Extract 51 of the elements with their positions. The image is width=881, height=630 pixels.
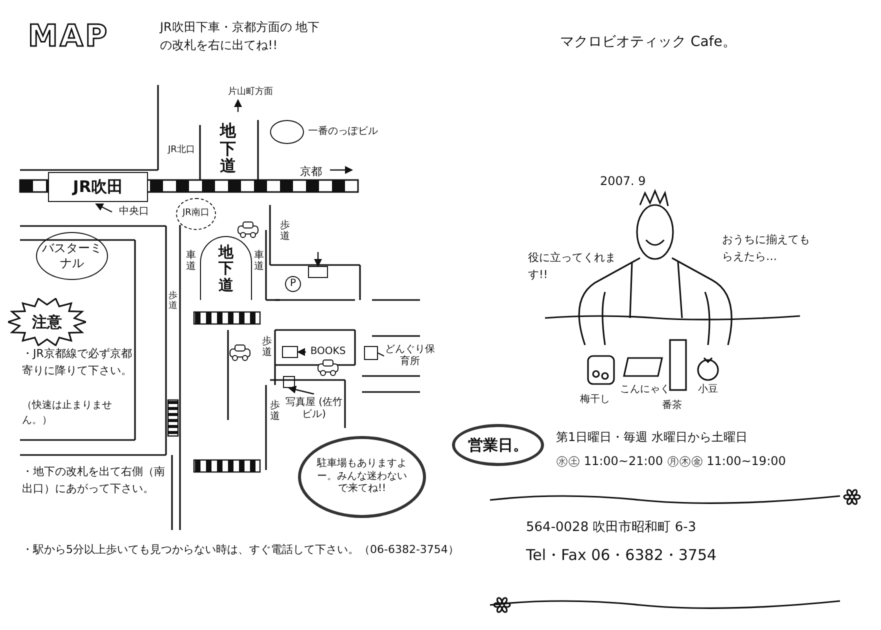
phone-text: Tel・Fax 06・6382・3754 [526,545,718,566]
street-label: 京都 [300,164,323,180]
hours-text: 第1日曜日・毎週 水曜日から土曜日 [556,429,748,446]
bus-terminal-oval: バスターミナル [36,232,108,280]
shop-label: 写真屋 (佐竹ビル) [282,394,346,424]
building-outline [283,376,295,388]
note-text: （快速は止まりません。） [22,398,113,428]
road-label: 歩道 [262,336,272,358]
cafe-tagline: マクロビオティック Cafe。 [560,33,738,52]
exit-label: 中央口 [112,204,156,220]
speech-text: 役に立ってくれます!! [528,250,617,282]
arrow [288,386,314,395]
exit-label: JR北口 [168,144,196,157]
note-text: ・地下の改札を出て右側（南出口）にあがって下さい。 [22,464,166,496]
building-label: 一番のっぽビル [308,124,378,139]
parking-sign: P [285,276,301,292]
street-label: 地下道 [220,122,236,175]
address-text: 564-0028 吹田市昭和町 6-3 [526,519,698,537]
item-label: こんにゃく [620,383,670,397]
speech-text: おうちに揃えてもらえたら… [722,232,811,264]
arrow [95,203,112,213]
road-label: 車道 [254,250,264,272]
station-box: JR吹田 [48,172,148,202]
building-outline [282,346,298,358]
hours-text: ㊌㊏ 11:00~21:00 ㊊㊍㊎ 11:00~19:00 [556,453,787,470]
speech-balloon: 駐車場もありますよー。みんな迷わないで来てね!! [298,436,426,518]
note-text: ・JR京都線で必ず京都寄りに降りて下さい。 [22,346,132,378]
item-label: 小豆 [698,382,719,397]
leader-line [378,352,384,357]
instruction-text: JR吹田下車・京都方面の 地下の改札を右に出てね!! [160,19,320,54]
shop-label: BOOKS [306,344,350,360]
item-label: 梅干し [580,392,611,407]
note-text: ・駅から5分以上歩いても見つからない時は、すぐ電話して下さい。（06-6382-3754） [22,542,460,558]
facility-label: どんぐり保育所 [384,341,436,371]
building-outline [364,346,378,360]
road-label: 歩道 [280,220,290,242]
underpass-shape: 地下道 [200,236,252,300]
building-outline [308,266,328,278]
warning-starburst: 注意 [8,298,86,346]
hours-badge: 営業日。 [452,424,544,466]
map-heading: MAP [28,22,110,52]
exit-oval: JR南口 [176,198,216,230]
road-label: 歩道 [168,292,178,312]
road-label: 車道 [186,250,196,272]
item-label: 番茶 [662,398,683,413]
building-oval [270,120,304,144]
arrow [314,252,322,267]
road-label: 歩道 [270,400,280,422]
date-label: 2007. 9 [600,173,647,190]
direction-label: 片山町方面 [228,86,274,99]
arrow [297,348,306,356]
